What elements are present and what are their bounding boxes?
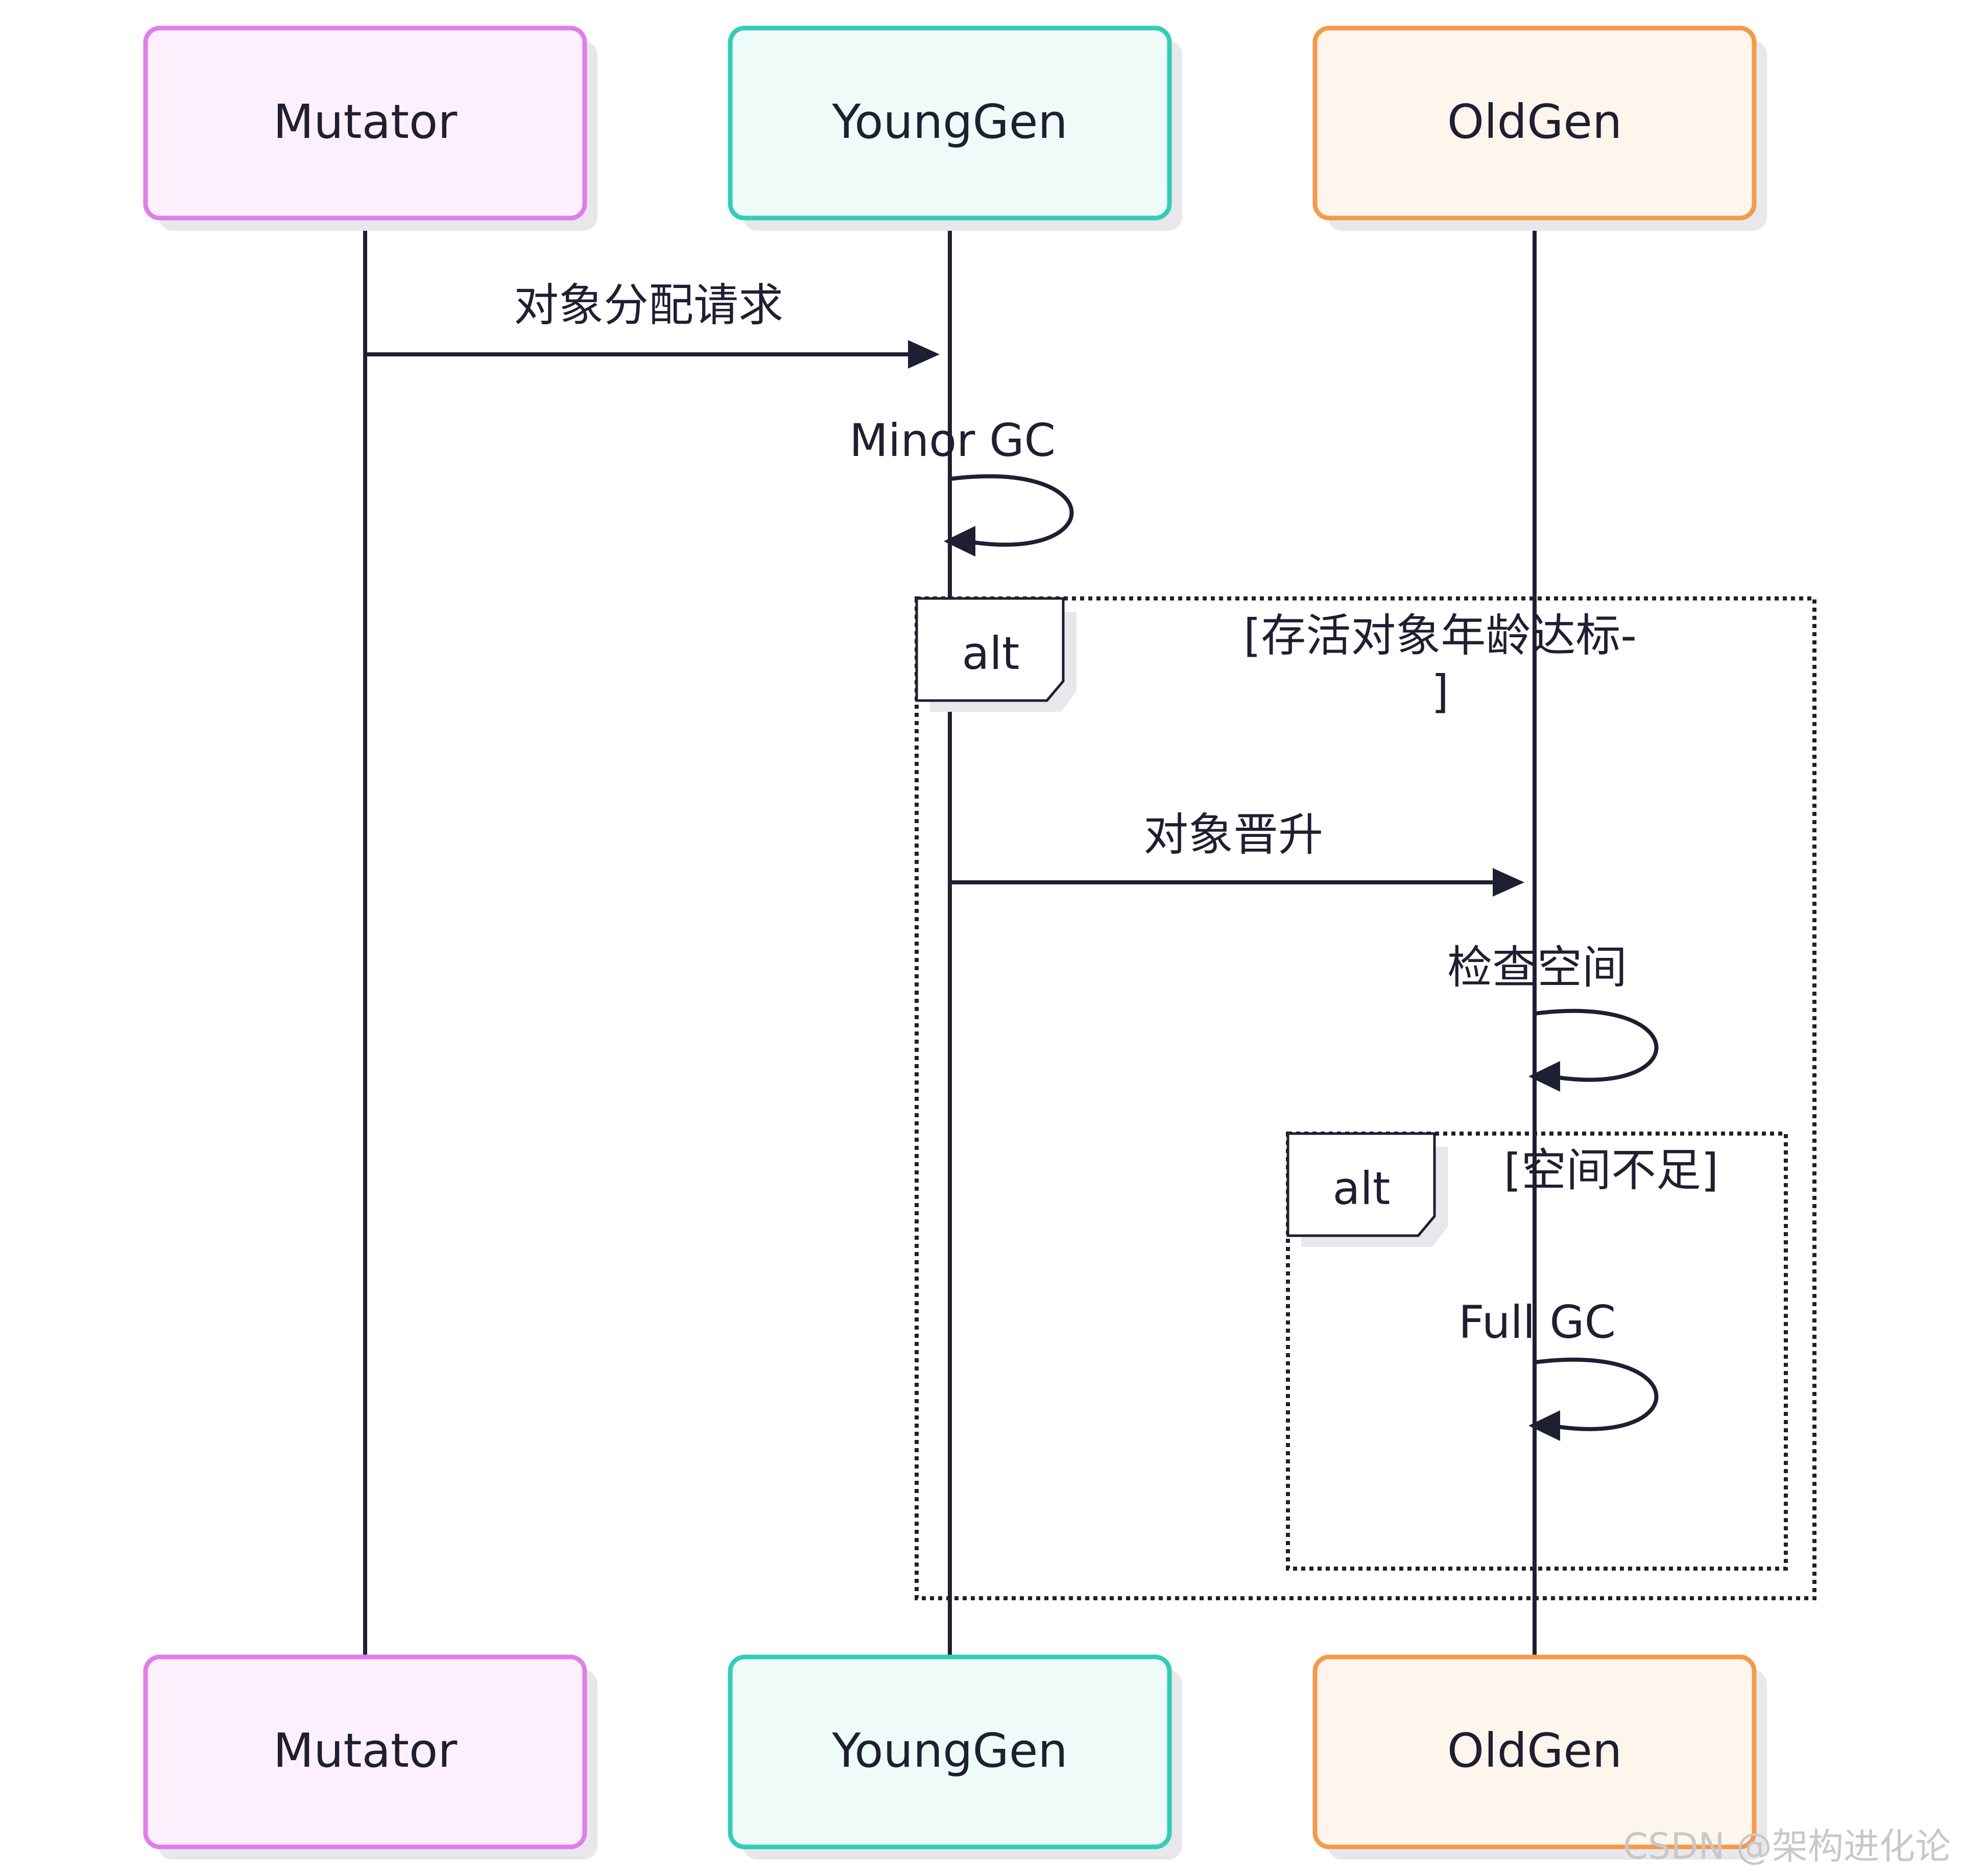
outer-alt-condition-line2: ] [1431, 665, 1449, 718]
outer-alt-keyword: alt [962, 627, 1020, 680]
message-check-space-arrowhead [1528, 1061, 1560, 1092]
message-promote-label: 对象晋升 [1143, 808, 1323, 861]
message-minor-gc: Minor GC [849, 414, 1074, 557]
lifelines [363, 220, 1537, 1658]
actor-label-younggen-top: YoungGen [831, 94, 1067, 149]
actor-label-oldgen-bottom: OldGen [1447, 1723, 1622, 1778]
actors-bottom: Mutator YoungGen OldGen [143, 1654, 1767, 1860]
message-full-gc-loop [1534, 1357, 1659, 1431]
inner-alt-frame: alt [空间不足] [1286, 1132, 1788, 1571]
actor-box-mutator-top [143, 26, 587, 221]
actor-label-mutator-top: Mutator [273, 94, 457, 149]
message-alloc-request: 对象分配请求 [365, 279, 940, 369]
message-check-space-loop [1534, 1008, 1659, 1082]
message-alloc-request-label: 对象分配请求 [514, 279, 783, 331]
inner-alt-border [1286, 1132, 1788, 1571]
message-minor-gc-arrowhead [944, 526, 975, 557]
inner-alt-keyword: alt [1333, 1162, 1391, 1215]
message-full-gc-arrowhead [1528, 1410, 1560, 1441]
message-full-gc-label: Full GC [1458, 1296, 1616, 1349]
message-check-space: 检查空间 [1447, 941, 1659, 1092]
outer-alt-frame: alt [存活对象年龄达标- ] [915, 596, 1816, 1600]
watermark: CSDN @架构进化论 [1623, 1825, 1951, 1867]
message-full-gc: Full GC [1458, 1296, 1659, 1441]
actor-label-mutator-bottom: Mutator [273, 1723, 457, 1778]
outer-alt-tag [915, 597, 1065, 702]
actor-box-younggen-top [728, 26, 1172, 221]
message-minor-gc-label: Minor GC [849, 414, 1056, 467]
actors-top: Mutator YoungGen OldGen [143, 26, 1767, 231]
actor-label-younggen-bottom: YoungGen [831, 1723, 1067, 1778]
message-promote: 对象晋升 [950, 808, 1524, 897]
actor-box-oldgen-top [1312, 26, 1757, 221]
actor-box-mutator-bottom [143, 1654, 587, 1849]
inner-alt-condition: [空间不足] [1504, 1144, 1719, 1196]
message-check-space-label: 检查空间 [1447, 941, 1627, 994]
message-minor-gc-loop [949, 474, 1074, 547]
message-alloc-request-arrowhead [908, 340, 940, 369]
message-promote-arrowhead [1493, 868, 1524, 897]
actor-box-oldgen-bottom [1312, 1654, 1757, 1849]
inner-alt-tag [1286, 1132, 1436, 1237]
actor-box-younggen-bottom [728, 1654, 1172, 1849]
actor-label-oldgen-top: OldGen [1447, 94, 1622, 149]
outer-alt-condition-line1: [存活对象年龄达标- [1243, 609, 1637, 662]
outer-alt-border [915, 596, 1816, 1600]
